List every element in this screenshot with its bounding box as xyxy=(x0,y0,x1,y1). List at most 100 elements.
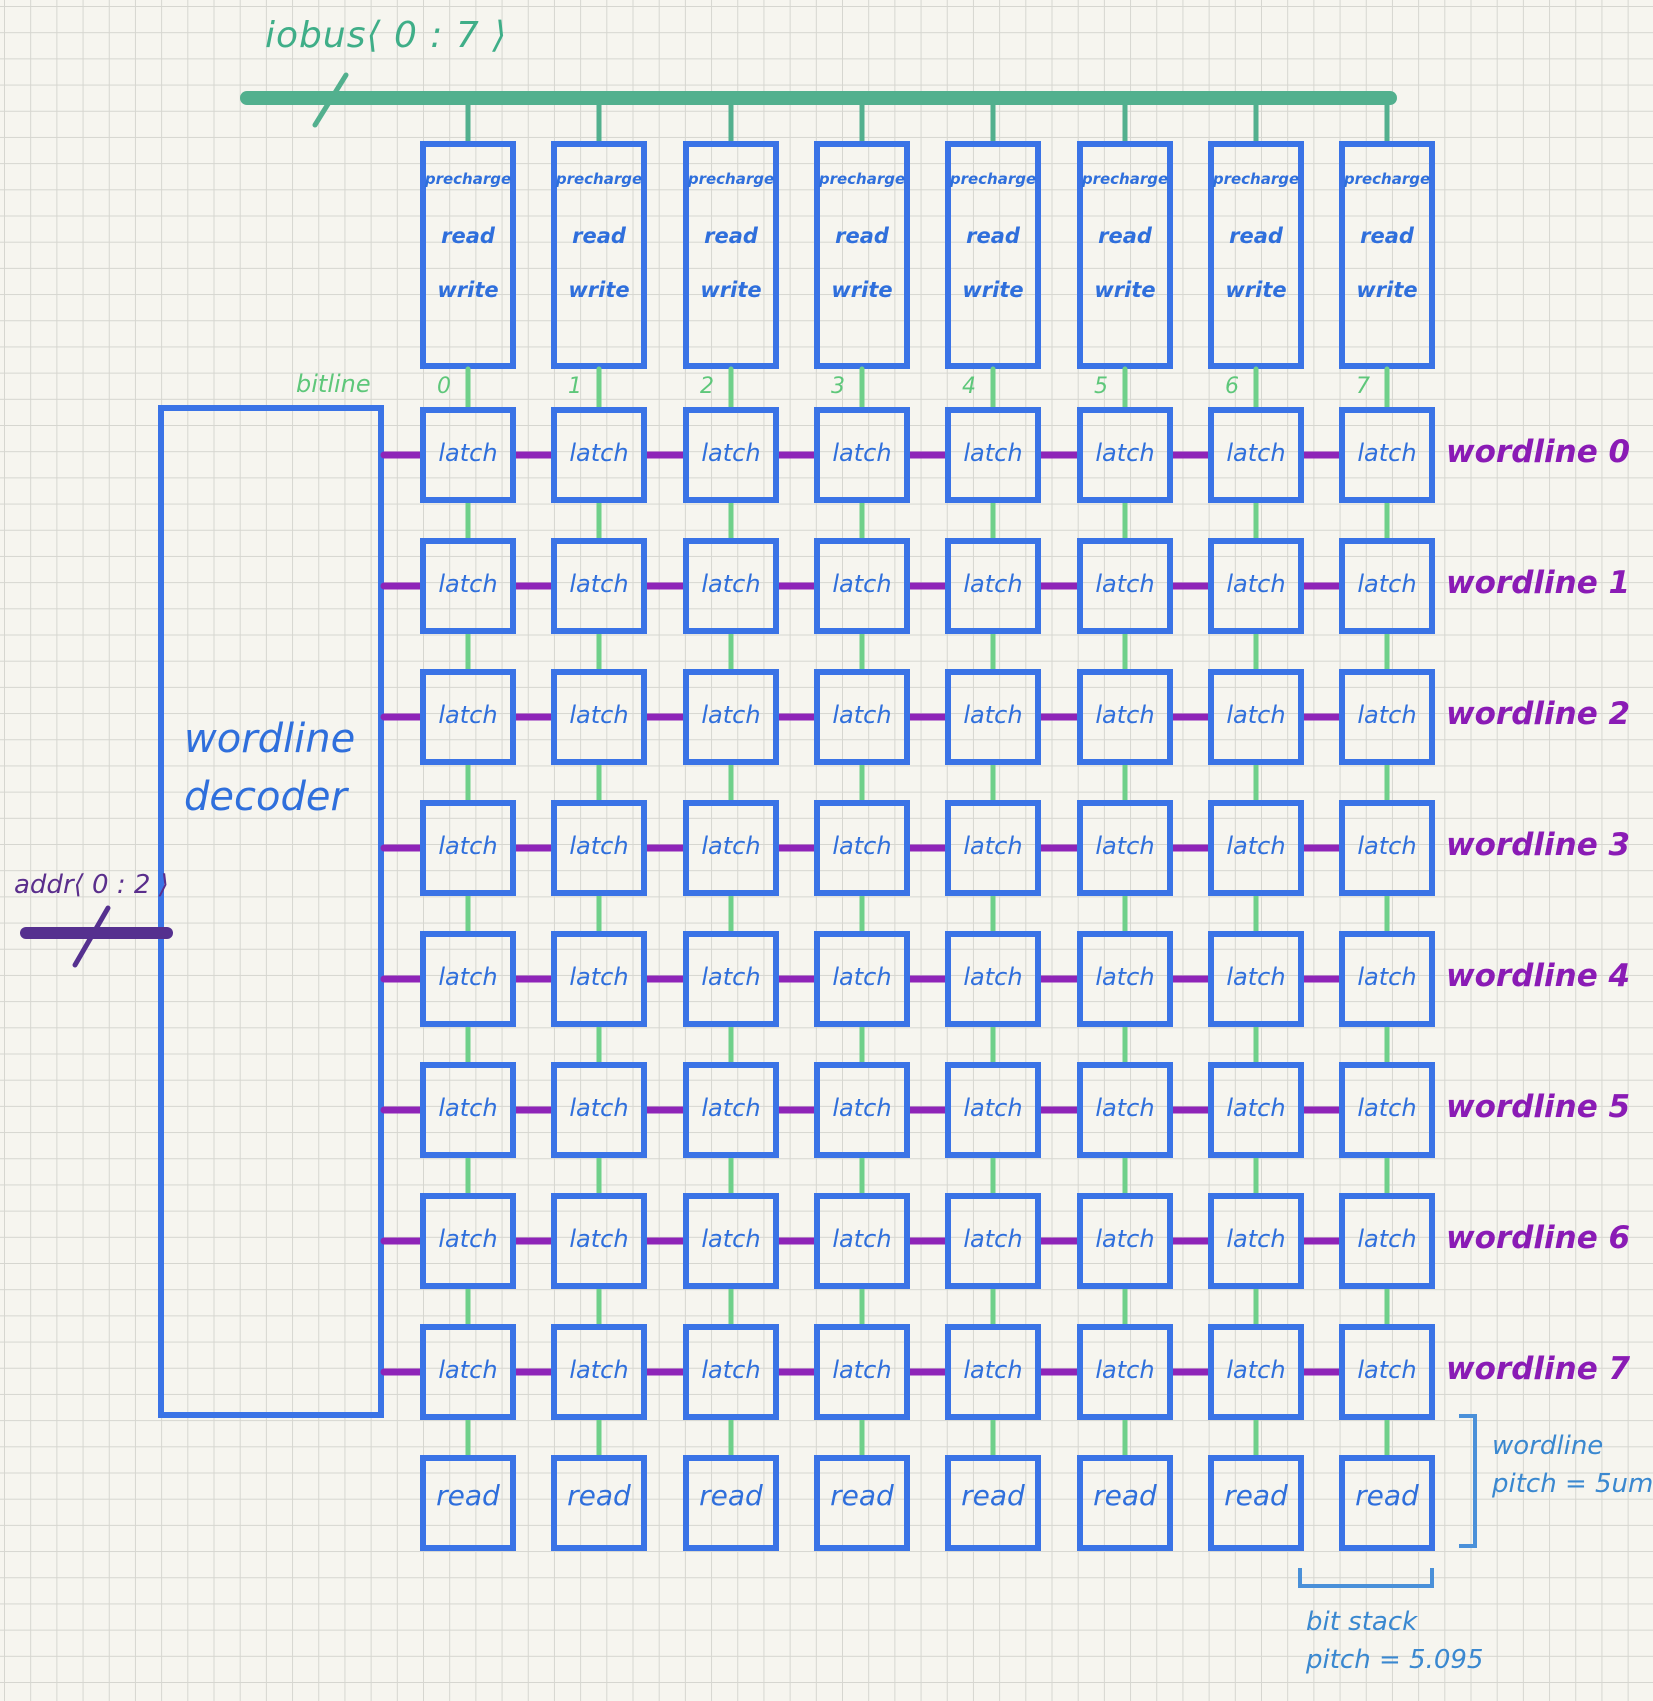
read-cell-label: read xyxy=(699,1479,763,1512)
latch-cell-label: latch xyxy=(569,1356,629,1384)
latch-cell-label: latch xyxy=(1357,701,1417,729)
latch-cell xyxy=(551,1193,647,1289)
wordline-pitch-line1: wordline xyxy=(1492,1431,1604,1461)
bitstack-pitch-note: bit stack pitch = 5.095 xyxy=(1306,1604,1483,1679)
read-cell-label: read xyxy=(567,1479,631,1512)
read-cell xyxy=(945,1455,1041,1551)
latch-cell xyxy=(551,800,647,896)
latch-cell-label: latch xyxy=(701,701,761,729)
read-cell xyxy=(814,1455,910,1551)
bitline-index: 1 xyxy=(568,374,582,399)
latch-cell-label: latch xyxy=(963,701,1023,729)
latch-cell xyxy=(1339,800,1435,896)
addr-label: addr⟨ 0 : 2 ⟩ xyxy=(14,870,169,900)
bitline-index: 4 xyxy=(962,374,976,399)
latch-cell xyxy=(683,931,779,1027)
latch-cell-label: latch xyxy=(832,1356,892,1384)
latch-cell-label: latch xyxy=(438,1225,498,1253)
read-cell-label: read xyxy=(961,1479,1025,1512)
read-cell xyxy=(1339,1455,1435,1551)
wordline-decoder-label: wordline decoder xyxy=(184,710,355,826)
latch-cell xyxy=(1339,407,1435,503)
latch-cell xyxy=(551,669,647,765)
latch-cell xyxy=(420,407,516,503)
latch-cell xyxy=(814,538,910,634)
read-cell xyxy=(1077,1455,1173,1551)
latch-cell-label: latch xyxy=(963,1356,1023,1384)
latch-cell xyxy=(945,1193,1041,1289)
latch-cell xyxy=(1339,931,1435,1027)
io-cell xyxy=(1208,141,1304,369)
latch-cell xyxy=(420,931,516,1027)
bitstack-pitch-line1: bit stack xyxy=(1306,1607,1418,1637)
latch-cell xyxy=(420,1193,516,1289)
latch-cell-label: latch xyxy=(1226,1094,1286,1122)
io-cell-write-label: write xyxy=(831,278,893,302)
latch-cell xyxy=(551,407,647,503)
latch-cell-label: latch xyxy=(701,832,761,860)
io-cell-read-label: read xyxy=(572,224,626,248)
io-cell-write-label: write xyxy=(700,278,762,302)
latch-cell-label: latch xyxy=(569,1225,629,1253)
wordline-pitch-note: wordline pitch = 5um xyxy=(1492,1428,1653,1503)
latch-cell-label: latch xyxy=(701,963,761,991)
latch-cell xyxy=(683,800,779,896)
bitstack-pitch-line2: pitch = 5.095 xyxy=(1306,1644,1484,1675)
wordline-label: wordline 3 xyxy=(1446,827,1631,863)
read-cell-label: read xyxy=(436,1479,500,1512)
latch-cell xyxy=(814,1193,910,1289)
latch-cell xyxy=(1208,407,1304,503)
latch-cell xyxy=(945,1324,1041,1420)
latch-cell xyxy=(551,538,647,634)
io-cell-write-label: write xyxy=(1356,278,1418,302)
latch-cell-label: latch xyxy=(1357,1356,1417,1384)
read-cell xyxy=(1208,1455,1304,1551)
latch-cell-label: latch xyxy=(701,1225,761,1253)
bitline-label: bitline xyxy=(296,370,371,398)
read-cell-label: read xyxy=(1355,1479,1419,1512)
latch-cell-label: latch xyxy=(701,1356,761,1384)
latch-cell-label: latch xyxy=(438,832,498,860)
latch-cell xyxy=(1208,1193,1304,1289)
latch-cell-label: latch xyxy=(1095,701,1155,729)
latch-cell xyxy=(1208,931,1304,1027)
latch-cell xyxy=(1208,538,1304,634)
latch-cell xyxy=(683,1324,779,1420)
bitline-index: 3 xyxy=(831,374,845,399)
latch-cell-label: latch xyxy=(438,570,498,598)
latch-cell xyxy=(1208,669,1304,765)
latch-cell xyxy=(683,407,779,503)
latch-cell-label: latch xyxy=(438,1356,498,1384)
io-cell xyxy=(814,141,910,369)
latch-cell xyxy=(945,931,1041,1027)
latch-cell xyxy=(1339,538,1435,634)
latch-cell-label: latch xyxy=(569,1094,629,1122)
io-cell-precharge-label: precharge xyxy=(555,170,643,188)
io-cell xyxy=(945,141,1041,369)
latch-cell-label: latch xyxy=(569,439,629,467)
read-cell xyxy=(551,1455,647,1551)
latch-cell-label: latch xyxy=(569,570,629,598)
io-cell xyxy=(1077,141,1173,369)
latch-cell-label: latch xyxy=(1357,832,1417,860)
bitline-index: 0 xyxy=(437,374,451,399)
decoder-label-line1: wordline xyxy=(184,716,356,762)
wordline-label: wordline 1 xyxy=(1446,565,1631,601)
latch-cell-label: latch xyxy=(832,439,892,467)
latch-cell-label: latch xyxy=(1357,439,1417,467)
io-cell-read-label: read xyxy=(966,224,1020,248)
read-cell-label: read xyxy=(1224,1479,1288,1512)
latch-cell xyxy=(683,669,779,765)
latch-cell xyxy=(683,1062,779,1158)
latch-cell xyxy=(420,800,516,896)
latch-cell-label: latch xyxy=(701,570,761,598)
io-cell-write-label: write xyxy=(568,278,630,302)
latch-cell-label: latch xyxy=(1095,570,1155,598)
latch-cell-label: latch xyxy=(1226,1225,1286,1253)
latch-cell-label: latch xyxy=(1226,570,1286,598)
io-cell-write-label: write xyxy=(962,278,1024,302)
latch-cell xyxy=(551,931,647,1027)
bitline-index: 7 xyxy=(1356,374,1370,399)
read-cell-label: read xyxy=(1093,1479,1157,1512)
